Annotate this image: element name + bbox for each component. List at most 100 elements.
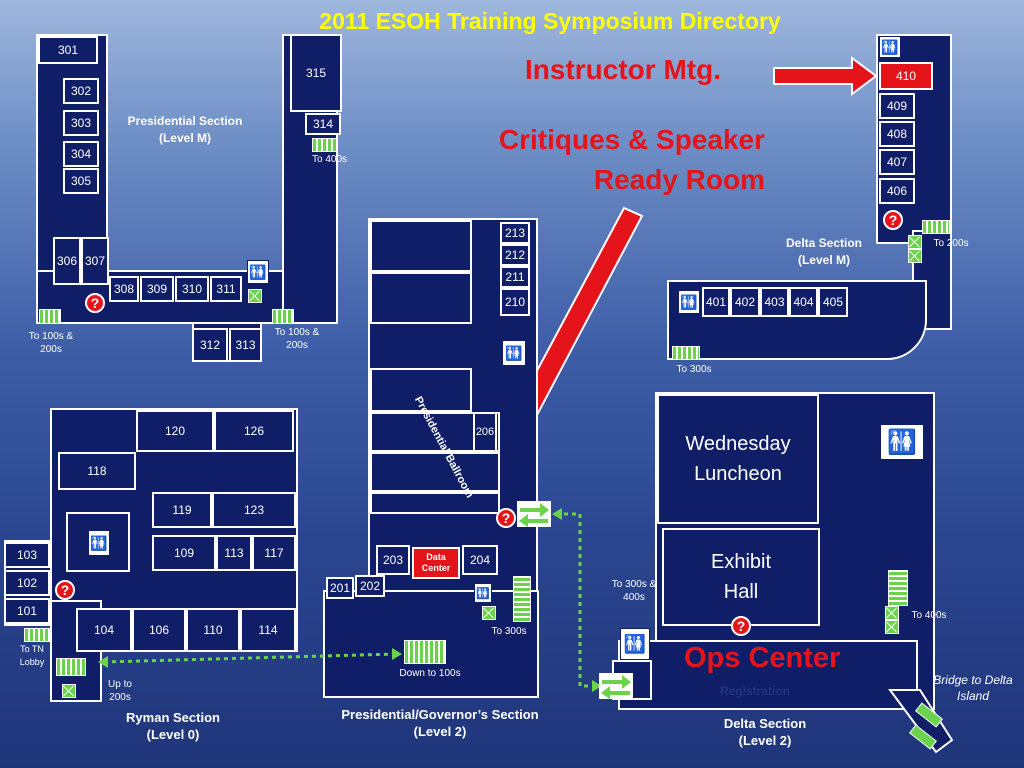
room-403[interactable]: 403	[760, 287, 789, 317]
room-302[interactable]: 302	[63, 78, 99, 104]
room-103[interactable]: 103	[4, 542, 50, 568]
room-408[interactable]: 408	[879, 121, 915, 147]
room-315[interactable]: 315	[290, 34, 342, 112]
info-icon[interactable]: ?	[883, 210, 903, 230]
room-102[interactable]: 102	[4, 570, 50, 596]
instructor-arrow	[773, 56, 878, 96]
delta-m-to-200s: To 200s	[933, 238, 969, 249]
delta-2-section-title: Delta Section (Level 2)	[723, 716, 807, 748]
room-304[interactable]: 304	[63, 141, 99, 167]
escalator-icon	[599, 673, 633, 699]
presidential-section-title: Presidential Section (Level M)	[127, 114, 243, 145]
room-113[interactable]: 113	[216, 535, 252, 571]
room-109[interactable]: 109	[152, 535, 216, 571]
room-404[interactable]: 404	[789, 287, 818, 317]
room-311[interactable]: 311	[210, 276, 242, 302]
room-307[interactable]: 307	[81, 237, 109, 285]
stairs-icon	[513, 576, 531, 622]
info-icon[interactable]: ?	[55, 580, 75, 600]
ballroom-block-2	[370, 272, 472, 324]
presidential-to-400s: To 400s	[311, 154, 348, 165]
restroom-icon: 🚻	[678, 290, 700, 314]
exhibit-hall[interactable]: Exhibit Hall	[662, 528, 820, 626]
room-314[interactable]: 314	[305, 113, 341, 135]
stairs-icon	[39, 309, 61, 324]
room-312[interactable]: 312	[192, 328, 228, 362]
room-202[interactable]: 202	[355, 575, 385, 597]
room-201[interactable]: 201	[326, 577, 354, 599]
room-306[interactable]: 306	[53, 237, 81, 285]
presidential-to-100s-right: To 100s & 200s	[274, 327, 320, 351]
stairs-icon	[272, 309, 294, 324]
room-409[interactable]: 409	[879, 93, 915, 119]
delta-2-to-300s-400s: To 300s & 400s	[611, 579, 657, 603]
room-309[interactable]: 309	[140, 276, 174, 302]
stairs-icon	[922, 220, 950, 234]
room-104[interactable]: 104	[76, 608, 132, 652]
room-110[interactable]: 110	[186, 608, 240, 652]
room-401[interactable]: 401	[702, 287, 730, 317]
restroom-icon: 🚻	[247, 260, 269, 284]
room-313[interactable]: 313	[229, 328, 262, 362]
room-210[interactable]: 210	[500, 288, 530, 316]
room-106[interactable]: 106	[132, 608, 186, 652]
room-407[interactable]: 407	[879, 149, 915, 175]
restroom-icon: 🚻	[620, 628, 650, 660]
room-406[interactable]: 406	[879, 178, 915, 204]
ryman-section-title: Ryman Section (Level 0)	[126, 710, 220, 742]
room-119[interactable]: 119	[152, 492, 212, 528]
elevator-icon	[885, 620, 899, 634]
room-402[interactable]: 402	[730, 287, 760, 317]
delta-m-to-300s: To 300s	[676, 364, 712, 375]
info-icon[interactable]: ?	[731, 616, 751, 636]
room-212[interactable]: 212	[500, 244, 530, 266]
pres-gov-down-to-100s: Down to 100s	[399, 668, 461, 679]
elevator-icon	[908, 249, 922, 263]
room-211[interactable]: 211	[500, 266, 530, 288]
elevator-icon	[62, 684, 76, 698]
delta-m-section-title: Delta Section (Level M)	[785, 236, 863, 267]
ballroom-block-5	[370, 452, 500, 492]
room-114[interactable]: 114	[240, 608, 296, 652]
room-305[interactable]: 305	[63, 168, 99, 194]
wednesday-luncheon[interactable]: Wednesday Luncheon	[657, 394, 819, 524]
pres-gov-to-300s: To 300s	[491, 626, 527, 637]
escalator-icon	[517, 501, 551, 527]
room-206[interactable]: 206	[473, 412, 497, 452]
room-117[interactable]: 117	[252, 535, 296, 571]
instructor-label: Instructor Mtg.	[525, 54, 721, 85]
stairs-icon	[888, 570, 908, 606]
room-203[interactable]: 203	[376, 545, 410, 575]
room-303[interactable]: 303	[63, 110, 99, 136]
room-120[interactable]: 120	[136, 410, 214, 452]
room-213[interactable]: 213	[500, 222, 530, 244]
data-center[interactable]: Data Center	[412, 547, 460, 579]
elevator-icon	[885, 606, 899, 620]
stairs-icon	[56, 658, 86, 676]
stairs-icon	[312, 138, 338, 152]
ryman-to-tn-lobby: To TN Lobby	[19, 644, 45, 667]
restroom-icon: 🚻	[880, 424, 924, 460]
critiques-label: Critiques & Speaker Ready Room	[498, 124, 765, 195]
room-123[interactable]: 123	[212, 492, 296, 528]
elevator-icon	[248, 289, 262, 303]
room-301[interactable]: 301	[38, 36, 98, 64]
presidential-to-100s-left: To 100s & 200s	[28, 331, 74, 355]
stairs-icon	[404, 640, 446, 664]
room-118[interactable]: 118	[58, 452, 136, 490]
restroom-icon: 🚻	[88, 530, 110, 556]
room-204[interactable]: 204	[462, 545, 498, 575]
info-icon[interactable]: ?	[496, 508, 516, 528]
room-405[interactable]: 405	[818, 287, 848, 317]
room-126[interactable]: 126	[214, 410, 294, 452]
delta-2-to-400s: To 400s	[911, 610, 947, 621]
room-101[interactable]: 101	[4, 598, 50, 624]
room-310[interactable]: 310	[175, 276, 209, 302]
elevator-icon	[482, 606, 496, 620]
room-308[interactable]: 308	[109, 276, 139, 302]
stairs-icon	[672, 346, 700, 360]
info-icon[interactable]: ?	[85, 293, 105, 313]
page-title: 2011 ESOH Training Symposium Directory	[319, 8, 781, 34]
room-410[interactable]: 410	[879, 62, 933, 90]
